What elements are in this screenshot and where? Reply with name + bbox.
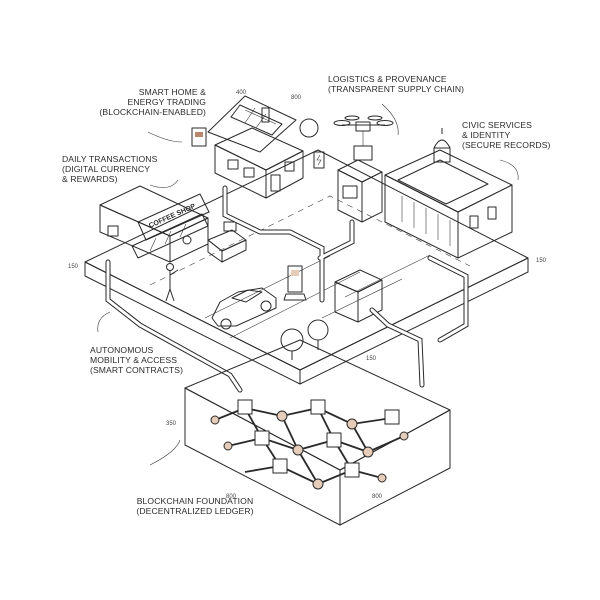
park-trees xyxy=(280,319,329,360)
blockchain-foundation xyxy=(184,339,451,526)
ev-charger-icon xyxy=(313,151,325,169)
dim-block-left: 150 xyxy=(68,264,79,270)
civic-building xyxy=(384,128,513,259)
drone-icon xyxy=(333,115,394,161)
dim-pit-height: 350 xyxy=(166,421,177,427)
battery-storage xyxy=(334,269,383,323)
charging-station xyxy=(283,265,307,301)
callout-smart-home: SMART HOME & ENERGY TRADING (BLOCKCHAIN-… xyxy=(99,87,206,117)
package-icon xyxy=(353,145,373,161)
dim-base-right: 800 xyxy=(372,494,383,500)
person-icon xyxy=(166,263,174,271)
energy-meter-icon xyxy=(191,127,207,147)
dim-roof-left: 400 xyxy=(236,90,247,96)
logistics-station xyxy=(333,115,394,223)
awning xyxy=(131,213,209,259)
dim-block-right: 150 xyxy=(536,258,547,264)
solar-panel-icon xyxy=(230,104,283,136)
dim-pit-mid: 150 xyxy=(366,356,377,362)
dim-roof-right: 800 xyxy=(291,95,302,101)
callout-logistics: LOGISTICS & PROVENANCE (TRANSPARENT SUPP… xyxy=(328,74,465,94)
tree-icon xyxy=(299,118,319,138)
callout-blockchain-foundation: BLOCKCHAIN FOUNDATION (DECENTRALIZED LED… xyxy=(136,496,254,516)
dim-base-left: 800 xyxy=(226,494,237,500)
dome-icon xyxy=(433,139,451,149)
callout-arrows xyxy=(97,103,519,466)
callout-civic: CIVIC SERVICES & IDENTITY (SECURE RECORD… xyxy=(462,120,551,150)
ledger-blocks xyxy=(237,399,400,478)
callout-mobility: AUTONOMOUS MOBILITY & ACCESS (SMART CONT… xyxy=(90,345,184,375)
autonomous-car xyxy=(211,287,277,330)
smart-home xyxy=(191,95,325,199)
callout-daily-transactions: DAILY TRANSACTIONS (DIGITAL CURRENCY & R… xyxy=(62,154,158,184)
coffee-shop-sign xyxy=(137,193,210,241)
